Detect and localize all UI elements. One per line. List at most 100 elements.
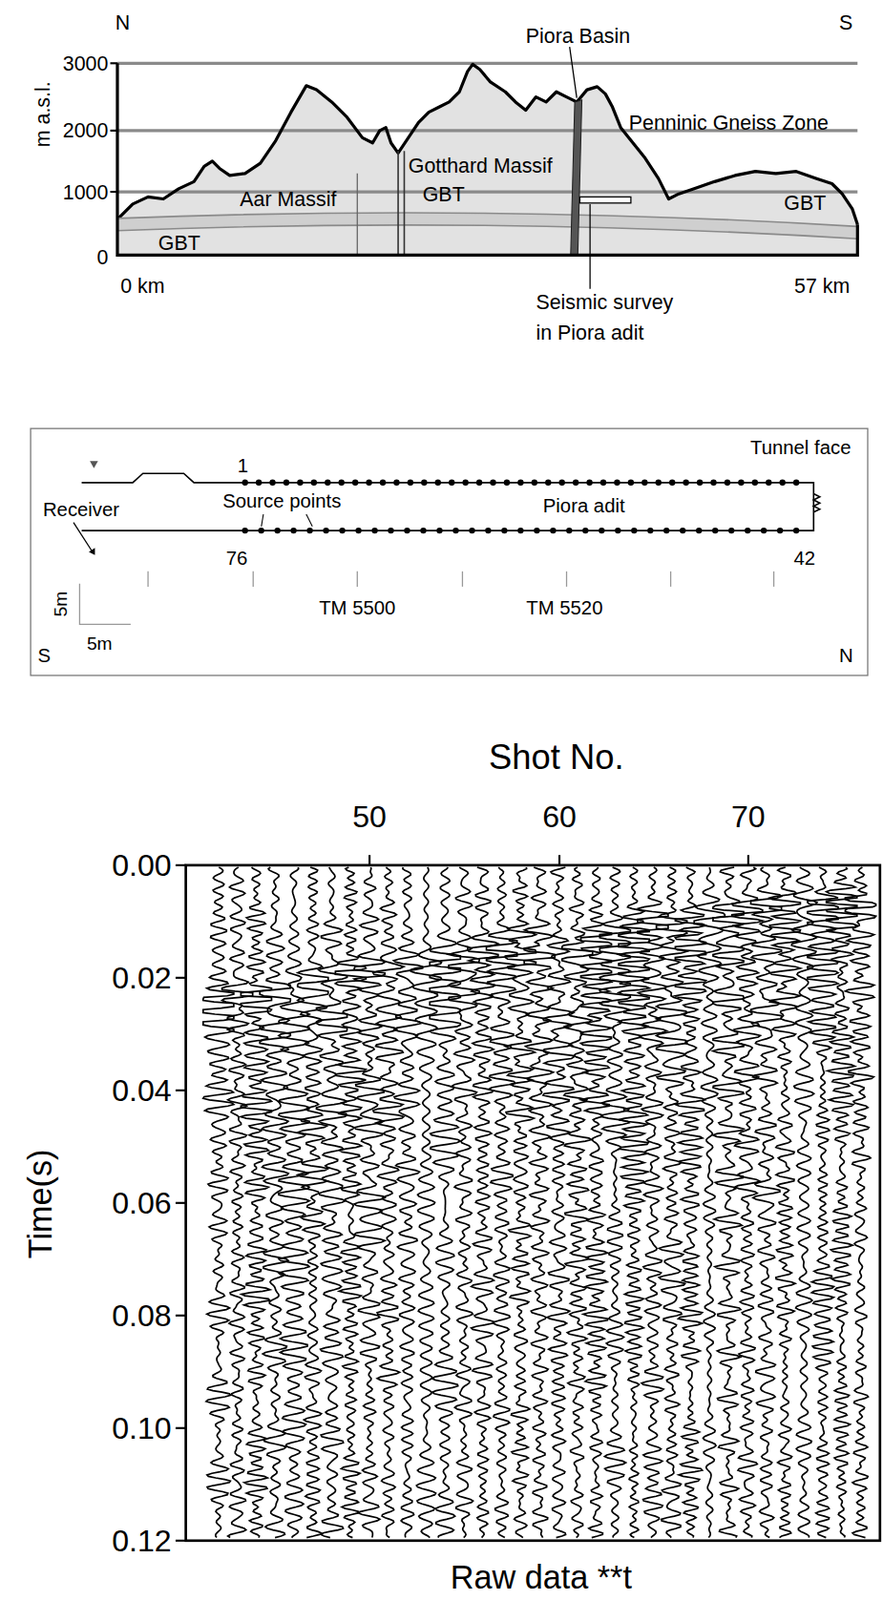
axis-tick: [252, 571, 254, 588]
panel-axes: [117, 63, 858, 255]
axis-label: 0.12: [111, 1524, 171, 1558]
region-label: Penninic Gneiss Zone: [629, 111, 829, 135]
source-point: [695, 527, 702, 534]
tunnel-metre-label: TM 5500: [318, 598, 396, 620]
seismic-trace: [486, 867, 518, 1539]
axis-label: 3000: [63, 52, 109, 76]
source-point: [641, 480, 648, 486]
scale-label: 5m: [51, 591, 72, 618]
piora-basin-zone: [570, 100, 583, 256]
source-point: [724, 480, 731, 486]
axis-label: 50: [352, 799, 387, 834]
axis-tick: [357, 571, 358, 588]
source-point: [462, 480, 468, 486]
seismic-trace: [769, 867, 800, 1539]
axis-label: 0.02: [111, 961, 171, 995]
source-point: [531, 480, 538, 486]
distance-label: 57 km: [794, 274, 850, 298]
source-point: [407, 480, 414, 486]
callout-label: Source points: [222, 491, 341, 513]
axis-label: 60: [542, 799, 577, 834]
source-point: [744, 527, 751, 534]
axis-title: Time(s): [22, 1150, 60, 1261]
axis-tick: [175, 1428, 187, 1430]
source-point: [311, 480, 317, 486]
source-point: [269, 480, 275, 486]
source-point: [558, 480, 565, 486]
receiver-leader: [73, 523, 92, 552]
axis-tick: [558, 855, 561, 866]
seismic-section: [175, 855, 881, 1542]
source-point: [533, 527, 540, 534]
axis-tick: [175, 1202, 187, 1205]
seismic-trace: [637, 867, 669, 1539]
seismic-trace: [844, 867, 876, 1539]
source-point: [468, 527, 475, 534]
tunnel-face-symbol: [813, 494, 820, 513]
source-point: [489, 480, 496, 486]
region-label: Piora Basin: [525, 24, 631, 48]
axis-tick: [175, 864, 187, 867]
leader-line: [306, 514, 313, 527]
source-point: [517, 527, 524, 534]
grid-line: [117, 189, 858, 193]
source-point: [324, 480, 331, 486]
axis-tick: [368, 855, 371, 866]
trace-group: [203, 867, 877, 1539]
source-point: [448, 480, 455, 486]
source-point: [355, 527, 361, 534]
source-point: [793, 480, 799, 486]
source-point: [290, 527, 296, 534]
leader-line: [261, 514, 264, 527]
seismic-trace: [618, 867, 650, 1539]
axis-label: 0.00: [111, 848, 171, 883]
caption-label: Raw data **t: [450, 1561, 632, 1598]
axis-label: 0.04: [111, 1073, 171, 1108]
source-point: [322, 527, 329, 534]
tunnel-outline: [82, 473, 815, 531]
seismic-trace: [674, 867, 706, 1539]
source-point: [582, 527, 589, 534]
source-point: [669, 480, 675, 486]
source-point: [257, 527, 264, 534]
axis-label: 1000: [63, 180, 109, 204]
axis-label: 0: [96, 246, 108, 270]
axis-label: 2000: [63, 119, 109, 143]
leader-line: [569, 46, 577, 98]
source-point: [241, 480, 248, 486]
seismic-trace: [504, 867, 536, 1539]
axis-tick: [566, 571, 568, 588]
source-point: [647, 527, 653, 534]
source-point: [379, 480, 386, 486]
source-point: [296, 480, 303, 486]
source-point: [403, 527, 410, 534]
source-point: [420, 480, 427, 486]
source-point: [710, 480, 716, 486]
source-point: [628, 480, 634, 486]
source-point: [352, 480, 358, 486]
source-point: [682, 480, 689, 486]
seismic-trace: [278, 867, 310, 1539]
region-label: Gotthard Massif: [408, 153, 553, 177]
source-point: [586, 480, 592, 486]
source-point: [737, 480, 744, 486]
seismic-trace: [240, 867, 272, 1539]
source-point: [436, 527, 442, 534]
axis-tick: [175, 977, 187, 980]
axis-label: 0.10: [111, 1411, 171, 1446]
source-point: [728, 527, 735, 534]
axis-tick: [747, 855, 750, 866]
panel-frame: [30, 428, 868, 676]
axis-ticks: [175, 855, 749, 1542]
source-point: [338, 480, 345, 486]
axis-tick: [147, 571, 148, 588]
seismic-trace: [373, 867, 404, 1539]
node-title: Piora adit: [543, 496, 626, 518]
source-point: [598, 527, 605, 534]
plot-frame: [186, 865, 881, 1542]
source-point: [393, 480, 400, 486]
source-point: [504, 480, 510, 486]
seismic-trace: [599, 867, 631, 1539]
compass-label: S: [839, 11, 853, 35]
seismic-trace: [543, 867, 574, 1539]
